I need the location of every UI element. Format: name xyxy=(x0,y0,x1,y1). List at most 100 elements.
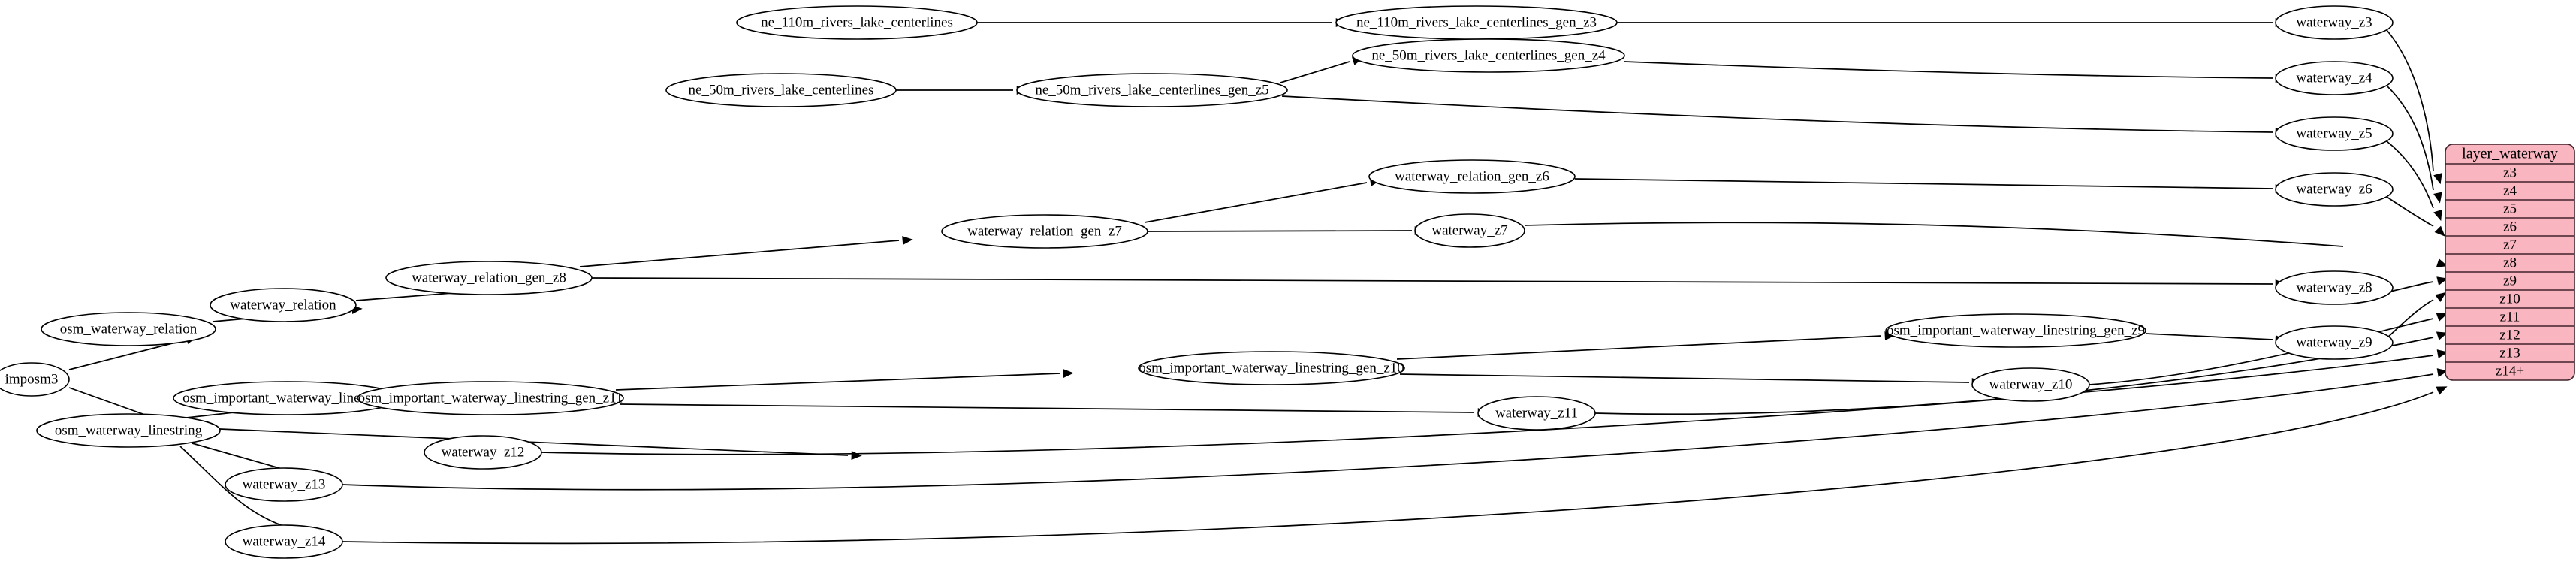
graph-edge xyxy=(2089,313,2448,385)
edge-line xyxy=(1399,373,1970,383)
edge-line xyxy=(2386,29,2434,172)
graph-edge xyxy=(342,386,2448,545)
node-ellipse[interactable] xyxy=(225,524,343,559)
graph-edge xyxy=(579,236,913,267)
node-ellipse[interactable] xyxy=(2275,325,2394,360)
edge-arrowhead-icon xyxy=(2436,331,2448,340)
graph-edge xyxy=(2386,196,2445,237)
edge-line xyxy=(2386,281,2434,293)
node-ellipse[interactable] xyxy=(36,413,221,448)
graph-node-waterway_relation[interactable]: waterway_relation xyxy=(210,288,357,322)
edge-arrowhead-icon xyxy=(2435,292,2447,302)
edge-arrowhead-icon xyxy=(2436,276,2448,286)
graph-node-imposm3[interactable]: imposm3 xyxy=(0,362,70,397)
graph-node-waterway_relation_gen_z6[interactable]: waterway_relation_gen_z6 xyxy=(1368,159,1576,194)
edge-line xyxy=(2145,333,2273,340)
edge-arrowhead-icon xyxy=(1063,369,1074,378)
edge-line xyxy=(68,340,185,370)
graph-node-waterway_z10[interactable]: waterway_z10 xyxy=(1971,367,2090,402)
node-ellipse[interactable] xyxy=(210,288,357,322)
edge-arrowhead-icon xyxy=(2436,313,2448,322)
node-ellipse[interactable] xyxy=(1477,396,1596,431)
graph-node-waterway_relation_gen_z7[interactable]: waterway_relation_gen_z7 xyxy=(941,214,1148,249)
graph-node-waterway_z9[interactable]: waterway_z9 xyxy=(2275,325,2394,360)
graph-node-ne_50m_rivers_lake_centerlines_gen_z4[interactable]: ne_50m_rivers_lake_centerlines_gen_z4 xyxy=(1352,38,1625,73)
graph-node-waterway_z5[interactable]: waterway_z5 xyxy=(2275,116,2394,151)
node-ellipse[interactable] xyxy=(2275,172,2394,207)
graph-node-waterway_z6[interactable]: waterway_z6 xyxy=(2275,172,2394,207)
graph-node-waterway_z4[interactable]: waterway_z4 xyxy=(2275,61,2394,95)
node-ellipse[interactable] xyxy=(1352,38,1625,73)
graph-node-waterway_z11[interactable]: waterway_z11 xyxy=(1477,396,1596,431)
node-ellipse[interactable] xyxy=(1335,5,1618,40)
node-ellipse[interactable] xyxy=(225,467,343,502)
graph-node-waterway_z12[interactable]: waterway_z12 xyxy=(424,435,542,470)
graph-edge xyxy=(2386,85,2442,204)
edge-line xyxy=(219,428,849,456)
graph-edge xyxy=(1281,95,2286,137)
edge-line xyxy=(2386,140,2434,209)
graph-node-osm_waterway_relation[interactable]: osm_waterway_relation xyxy=(41,312,216,346)
graph-node-waterway_z14[interactable]: waterway_z14 xyxy=(225,524,343,559)
node-ellipse[interactable] xyxy=(2275,5,2394,40)
graph-edge xyxy=(591,277,2286,289)
edge-line xyxy=(1624,61,2273,79)
node-ellipse[interactable] xyxy=(665,73,897,107)
node-ellipse[interactable] xyxy=(941,214,1148,249)
node-ellipse[interactable] xyxy=(41,312,216,346)
edge-line xyxy=(1144,182,1368,223)
graph-edge xyxy=(1624,61,2286,83)
node-ellipse[interactable] xyxy=(1016,73,1288,107)
edge-arrowhead-icon xyxy=(902,236,913,245)
edge-line xyxy=(2089,318,2434,385)
edge-line xyxy=(342,391,2434,545)
graph-node-ne_110m_rivers_lake_centerlines_gen_z3[interactable]: ne_110m_rivers_lake_centerlines_gen_z3 xyxy=(1335,5,1618,40)
node-ellipse[interactable] xyxy=(0,362,70,397)
node-ellipse[interactable] xyxy=(2275,270,2394,305)
record-box[interactable] xyxy=(2445,144,2575,381)
graph-node-ne_110m_rivers_lake_centerlines[interactable]: ne_110m_rivers_lake_centerlines xyxy=(736,5,978,40)
graph-node-waterway_z8[interactable]: waterway_z8 xyxy=(2275,270,2394,305)
node-ellipse[interactable] xyxy=(736,5,978,40)
graph-edge xyxy=(1147,226,1425,235)
graph-node-osm_important_waterway_linestring_gen_z10[interactable]: osm_important_waterway_linestring_gen_z1… xyxy=(1138,351,1405,385)
graph-node-osm_important_waterway_linestring_gen_z9[interactable]: osm_important_waterway_linestring_gen_z9 xyxy=(1885,313,2146,348)
graph-node-waterway_relation_gen_z8[interactable]: waterway_relation_gen_z8 xyxy=(385,261,593,295)
edge-line xyxy=(1396,335,1882,360)
graph-edge xyxy=(2386,140,2442,222)
edge-line xyxy=(2386,196,2434,227)
graph-edge xyxy=(342,368,2448,491)
edge-arrowhead-icon xyxy=(2434,225,2445,237)
node-ellipse[interactable] xyxy=(1971,367,2090,402)
graph-node-waterway_z3[interactable]: waterway_z3 xyxy=(2275,5,2394,40)
graph-edge xyxy=(1396,331,1896,360)
edge-line xyxy=(615,373,1060,391)
node-ellipse[interactable] xyxy=(1885,313,2146,348)
edge-line xyxy=(1574,178,2273,189)
edge-line xyxy=(2386,299,2434,339)
graph-node-ne_50m_rivers_lake_centerlines[interactable]: ne_50m_rivers_lake_centerlines xyxy=(665,73,897,107)
graph-node-osm_important_waterway_linestring_gen_z11[interactable]: osm_important_waterway_linestring_gen_z1… xyxy=(357,381,624,415)
graph-edge xyxy=(620,403,1489,417)
graph-node-ne_50m_rivers_lake_centerlines_gen_z5[interactable]: ne_50m_rivers_lake_centerlines_gen_z5 xyxy=(1016,73,1288,107)
node-ellipse[interactable] xyxy=(424,435,542,470)
record-node-layer: layer_waterwayz3z4z5z6z7z8z9z10z11z12z13… xyxy=(2445,144,2575,381)
graph-node-osm_waterway_linestring[interactable]: osm_waterway_linestring xyxy=(36,413,221,448)
node-ellipse[interactable] xyxy=(357,381,624,415)
graph-node-waterway_z7[interactable]: waterway_z7 xyxy=(1414,213,1525,248)
record-node-layer-waterway[interactable]: layer_waterwayz3z4z5z6z7z8z9z10z11z12z13… xyxy=(2445,144,2575,381)
node-ellipse[interactable] xyxy=(1138,351,1405,385)
graph-node-waterway_z13[interactable]: waterway_z13 xyxy=(225,467,343,502)
node-ellipse[interactable] xyxy=(1414,213,1525,248)
node-ellipse[interactable] xyxy=(2275,61,2394,95)
graph-edge xyxy=(1574,178,2286,193)
node-ellipse[interactable] xyxy=(2275,116,2394,151)
node-ellipse[interactable] xyxy=(1368,159,1576,194)
nodes-layer: imposm3 osm_waterway_relation osm_waterway… xyxy=(0,5,2394,559)
graph-edge xyxy=(1399,373,1983,387)
node-ellipse[interactable] xyxy=(385,261,593,295)
graph-edge xyxy=(1524,222,2448,267)
graph-edge xyxy=(2386,29,2442,185)
